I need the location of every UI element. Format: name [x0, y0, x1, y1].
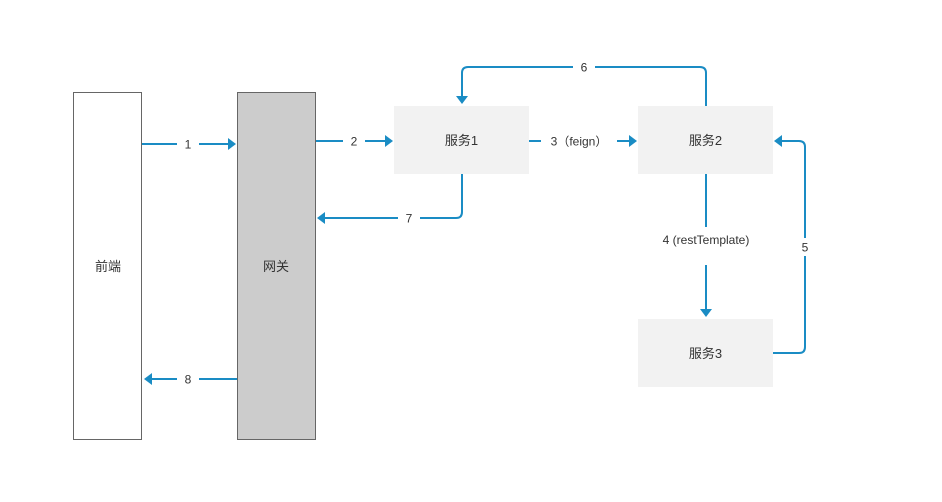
gateway-node: 网关: [237, 92, 316, 440]
edge-5: 5: [773, 135, 812, 354]
edge-7: 7: [317, 174, 463, 226]
frontend-node: 前端: [73, 92, 142, 440]
service2-label: 服务2: [689, 133, 722, 148]
edge-5-arrowhead: [774, 135, 782, 147]
service1-box: [394, 106, 529, 174]
edge-7-arrowhead: [317, 212, 325, 224]
edge-6-label: 6: [581, 61, 588, 75]
edge-1: 1: [142, 136, 236, 152]
edge-5-label: 5: [802, 241, 809, 255]
edge-7-label: 7: [406, 212, 413, 226]
service3-box: [638, 319, 773, 387]
edge-4-arrowhead: [700, 309, 712, 317]
service2-node: 服务2: [638, 106, 773, 174]
edge-2-label: 2: [351, 135, 358, 149]
edge-6: 6: [456, 59, 707, 106]
edge-4-label: 4 (restTemplate): [663, 233, 750, 247]
service2-box: [638, 106, 773, 174]
edge-3-label: 3（feign）: [551, 135, 608, 149]
edge-1-arrowhead: [228, 138, 236, 150]
frontend-label: 前端: [95, 259, 121, 274]
service1-label: 服务1: [445, 133, 478, 148]
frontend-box: [73, 92, 142, 440]
edge-6-arrowhead: [456, 96, 468, 104]
edge-3: 3（feign）: [529, 132, 637, 150]
gateway-box: [237, 92, 316, 440]
gateway-label: 网关: [263, 259, 289, 274]
edge-8-arrowhead: [144, 373, 152, 385]
edge-8: 8: [144, 371, 237, 387]
edge-1-label: 1: [185, 138, 192, 152]
service3-node: 服务3: [638, 319, 773, 387]
service3-label: 服务3: [689, 346, 722, 361]
edge-2: 2: [316, 133, 393, 149]
edge-8-label: 8: [185, 373, 192, 387]
edge-2-arrowhead: [385, 135, 393, 147]
edge-3-arrowhead: [629, 135, 637, 147]
edge-4: 4 (restTemplate): [652, 174, 760, 317]
service1-node: 服务1: [394, 106, 529, 174]
